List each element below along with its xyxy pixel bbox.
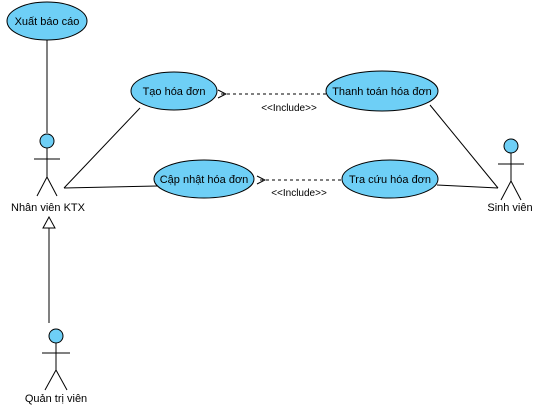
assoc-nhanvien-capnhat bbox=[63, 185, 158, 189]
use-case-label: Tra cứu hóa đơn bbox=[349, 174, 431, 186]
actor-head-icon bbox=[503, 138, 519, 154]
assoc-sinhvien-tracuu bbox=[436, 184, 499, 189]
actor-head-icon bbox=[48, 328, 64, 344]
include-label-bottom: <<Include>> bbox=[271, 188, 327, 199]
actor-nhan-vien-ktx[interactable]: Nhân viên KTX bbox=[11, 133, 86, 214]
use-case-tao-hoa-don[interactable]: Tạo hóa đơn bbox=[130, 71, 218, 111]
use-case-tra-cuu-hoa-don[interactable]: Tra cứu hóa đơn bbox=[341, 159, 439, 199]
assoc-nhanvien-taohoadon bbox=[63, 107, 141, 189]
use-case-label: Cập nhật hóa đơn bbox=[160, 174, 249, 186]
use-case-label: Thanh toán hóa đơn bbox=[332, 86, 432, 98]
use-case-label: Xuất báo cáo bbox=[15, 16, 80, 28]
actor-label: Quản trị viên bbox=[25, 393, 87, 405]
generalization-arrowhead bbox=[42, 215, 56, 229]
actor-quan-tri-vien[interactable]: Quản trị viên bbox=[25, 328, 87, 405]
actor-label: Sinh viên bbox=[487, 202, 532, 214]
actor-label: Nhân viên KTX bbox=[11, 202, 86, 214]
use-case-label: Tạo hóa đơn bbox=[143, 86, 206, 98]
include-label-top: <<Include>> bbox=[261, 103, 317, 114]
assoc-sinhvien-thanhtoan bbox=[429, 104, 499, 189]
use-case-thanh-toan-hoa-don[interactable]: Thanh toán hóa đơn bbox=[325, 70, 439, 112]
use-case-cap-nhat-hoa-don[interactable]: Cập nhật hóa đơn bbox=[153, 159, 255, 199]
actor-sinh-vien[interactable]: Sinh viên bbox=[487, 138, 533, 214]
actor-head-icon bbox=[39, 133, 55, 149]
use-case-xuat-bao-cao[interactable]: Xuất báo cáo bbox=[6, 1, 88, 41]
